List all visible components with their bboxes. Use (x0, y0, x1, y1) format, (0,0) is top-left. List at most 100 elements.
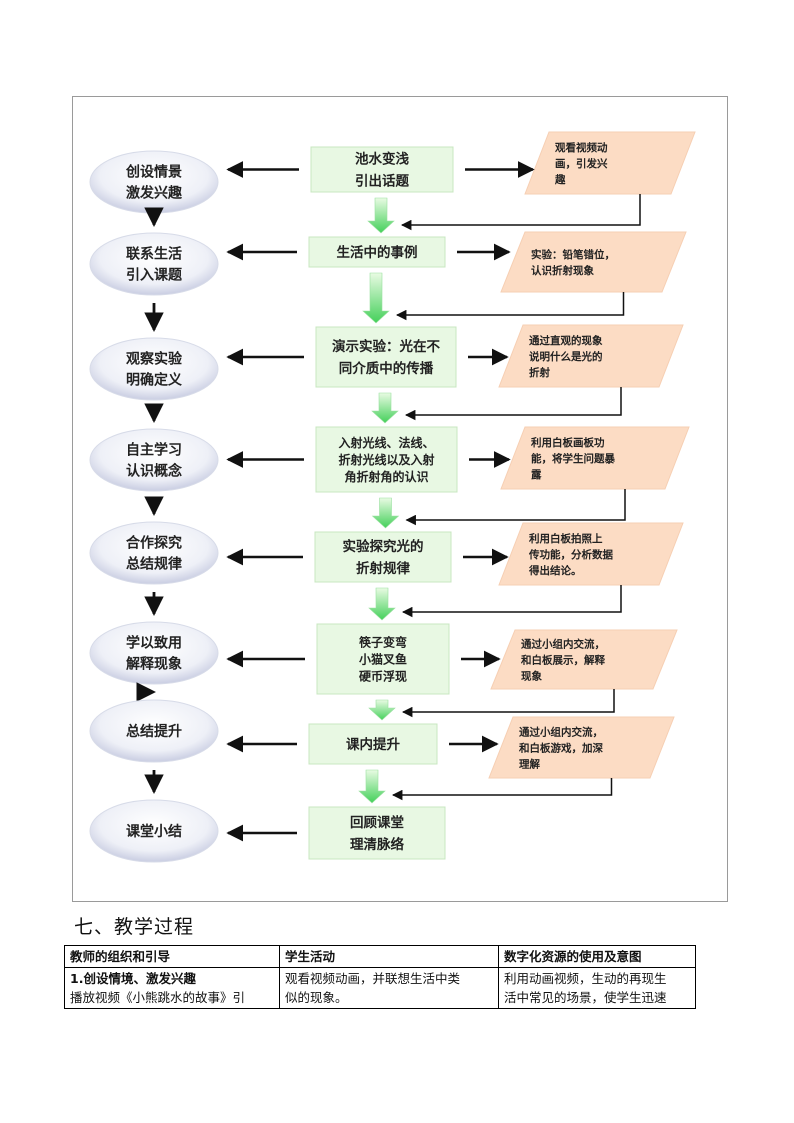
step-circle-label: 自主学习 (126, 442, 182, 459)
side-note-label: 趣 (554, 173, 566, 186)
center-box-label: 理清脉络 (350, 836, 404, 853)
center-box-label: 同介质中的传播 (339, 360, 434, 377)
side-note-label: 和白板游戏，加深 (518, 741, 603, 754)
side-note (490, 629, 678, 690)
side-note-label: 能，将学生问题暴 (531, 452, 615, 465)
side-note (524, 131, 696, 195)
return-connector (405, 489, 626, 526)
center-box-label: 折射规律 (356, 560, 410, 577)
return-connector (395, 292, 625, 321)
step-circle-label: 学以致用 (126, 635, 182, 652)
side-note-label: 露 (531, 468, 542, 481)
center-box-label: 演示实验：光在不 (332, 338, 440, 355)
return-connector (391, 778, 613, 801)
side-note-label: 认识折射现象 (531, 264, 594, 277)
side-note-label: 传功能，分析数据 (528, 548, 613, 561)
step-circle-label: 观察实验 (126, 351, 183, 368)
center-box (310, 146, 454, 193)
center-box-label: 实验探究光的 (343, 538, 424, 555)
center-box-label: 回顾课堂 (350, 814, 404, 831)
student-text-2: 似的现象。 (285, 990, 348, 1005)
step-circle (89, 337, 219, 401)
center-box-label: 小猫叉鱼 (359, 651, 407, 666)
step-circle-label: 合作探究 (126, 535, 182, 552)
section-title: 七、教学过程 (74, 916, 195, 938)
center-box-label: 引出话题 (355, 172, 409, 189)
cell-student: 观看视频动画，并联想生活中类 似的现象。 (279, 967, 499, 1009)
step-circle-label: 总结提升 (126, 723, 182, 740)
side-note-label: 现象 (521, 669, 542, 682)
center-box-label: 筷子变弯 (359, 634, 407, 649)
side-note-label: 折射 (529, 366, 550, 379)
return-connector (401, 585, 622, 618)
step-circle-label: 激发兴趣 (126, 185, 183, 202)
green-down-arrow (368, 699, 396, 721)
step-circle-label: 总结规律 (126, 556, 182, 573)
step-circle (89, 232, 219, 296)
flowchart-frame: 创设情景激发兴趣 池水变浅引出话题 观看视频动画，引发兴趣联系生活引入课题 生活中的事… (72, 96, 728, 902)
center-box (316, 623, 450, 695)
step-circle (89, 428, 219, 492)
side-note-label: 利用白板拍照上 (529, 532, 603, 545)
center-box-label: 生活中的事例 (337, 244, 418, 261)
step-circle (89, 150, 219, 214)
side-note (500, 426, 690, 490)
center-box-label: 角折射角的认识 (344, 469, 428, 484)
side-note-label: 说明什么是光的 (529, 350, 603, 363)
header-digital: 数字化资源的使用及意图 (498, 945, 696, 968)
step-text: 播放视频《小熊跳水的故事》引 (70, 990, 246, 1005)
side-note-label: 通过小组内交流， (519, 725, 603, 738)
step-circle-label: 创设情景 (125, 164, 182, 181)
table-row: 1.创设情境、激发兴趣 播放视频《小熊跳水的故事》引 观看视频动画，并联想生活中… (64, 967, 696, 1009)
step-circle-label: 明确定义 (126, 372, 182, 389)
side-note (500, 231, 687, 293)
header-teacher: 教师的组织和引导 (64, 945, 280, 968)
step-circle-label: 解释现象 (126, 656, 182, 673)
green-down-arrow (362, 272, 390, 324)
center-box (308, 723, 438, 765)
side-note-label: 得出结论。 (528, 564, 582, 577)
green-down-arrow (371, 497, 400, 529)
center-box-label: 课内提升 (346, 736, 400, 753)
step-circle-label: 课堂小结 (126, 823, 182, 840)
side-note-label: 理解 (519, 757, 540, 770)
center-box-label: 折射光线以及入射 (338, 452, 434, 467)
teaching-process-table: 教师的组织和引导 学生活动 数字化资源的使用及意图 1.创设情境、激发兴趣 播放… (64, 945, 696, 1009)
step-circle (89, 521, 219, 585)
side-note-label: 通过小组内交流， (521, 637, 605, 650)
step-circle (89, 799, 219, 863)
side-note-label: 观看视频动 (555, 141, 608, 154)
return-connector (401, 689, 615, 718)
center-box-label: 硬币浮现 (359, 668, 407, 683)
step-circle-label: 认识概念 (126, 463, 183, 480)
side-note-label: 画，引发兴 (555, 157, 608, 170)
side-note-label: 通过直观的现象 (529, 334, 603, 347)
digital-text-1: 利用动画视频，生动的再现生 (504, 971, 667, 986)
step-circle (89, 621, 219, 685)
cell-digital: 利用动画视频，生动的再现生 活中常见的场景，使学生迅速 (498, 967, 696, 1009)
digital-text-2: 活中常见的场景，使学生迅速 (504, 990, 667, 1005)
step-title: 1.创设情境、激发兴趣 (70, 971, 196, 986)
step-circle (89, 699, 219, 763)
green-down-arrow (358, 769, 386, 804)
step-circle-label: 联系生活 (126, 246, 182, 263)
side-note (498, 324, 684, 388)
center-box-label: 入射光线、法线、 (338, 435, 434, 450)
center-box (308, 236, 446, 268)
student-text-1: 观看视频动画，并联想生活中类 (285, 971, 461, 986)
side-note (488, 716, 675, 779)
side-note-label: 实验：铅笔错位， (531, 248, 615, 261)
center-box (315, 426, 458, 493)
center-box (308, 806, 446, 860)
center-box-label: 池水变浅 (355, 150, 409, 167)
center-box (315, 326, 457, 388)
side-note-label: 和白板展示，解释 (520, 653, 605, 666)
green-down-arrow (367, 197, 395, 234)
header-student: 学生活动 (279, 945, 499, 968)
step-circle-label: 引入课题 (126, 268, 183, 284)
center-box (314, 531, 452, 583)
return-connector (400, 194, 641, 231)
side-note-label: 利用白板画板功 (531, 436, 605, 449)
table-header-row: 教师的组织和引导 学生活动 数字化资源的使用及意图 (64, 945, 696, 968)
